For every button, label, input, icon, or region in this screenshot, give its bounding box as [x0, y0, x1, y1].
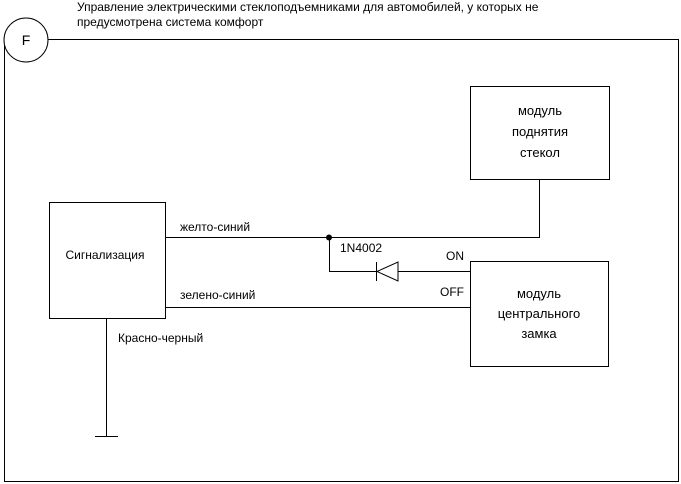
central-lock-module-box — [470, 261, 609, 367]
central-lock-label-1: модуль — [517, 286, 561, 301]
title-line-2: предусмотрена система комфорт — [77, 15, 264, 29]
alarm-label: Сигнализация — [65, 248, 144, 262]
yellow-blue-wire — [165, 180, 540, 238]
window-module-label-2: поднятия — [512, 124, 568, 139]
section-badge-label: F — [22, 32, 31, 48]
yellow-blue-wire-label: желто-синий — [180, 220, 250, 234]
diode-branch-wire — [329, 237, 470, 272]
central-lock-label-3: замка — [521, 326, 557, 341]
off-terminal-label: OFF — [440, 285, 464, 299]
section-badge-circle — [3, 17, 49, 63]
on-terminal-label: ON — [446, 249, 464, 263]
diode-symbol — [375, 261, 399, 282]
alarm-box — [49, 202, 166, 319]
central-lock-label-2: центрального — [498, 306, 581, 321]
diode-label: 1N4002 — [340, 241, 382, 255]
window-module-box — [470, 86, 610, 180]
title-line-1: Управление электрическими стеклоподъемни… — [77, 0, 539, 14]
diagram-frame — [4, 39, 679, 482]
window-module-label-1: модуль — [518, 103, 562, 118]
red-black-wire-label: Красно-черный — [118, 331, 203, 345]
green-blue-wire-label: зелено-синий — [180, 288, 255, 302]
window-module-label-3: стекол — [520, 145, 560, 160]
